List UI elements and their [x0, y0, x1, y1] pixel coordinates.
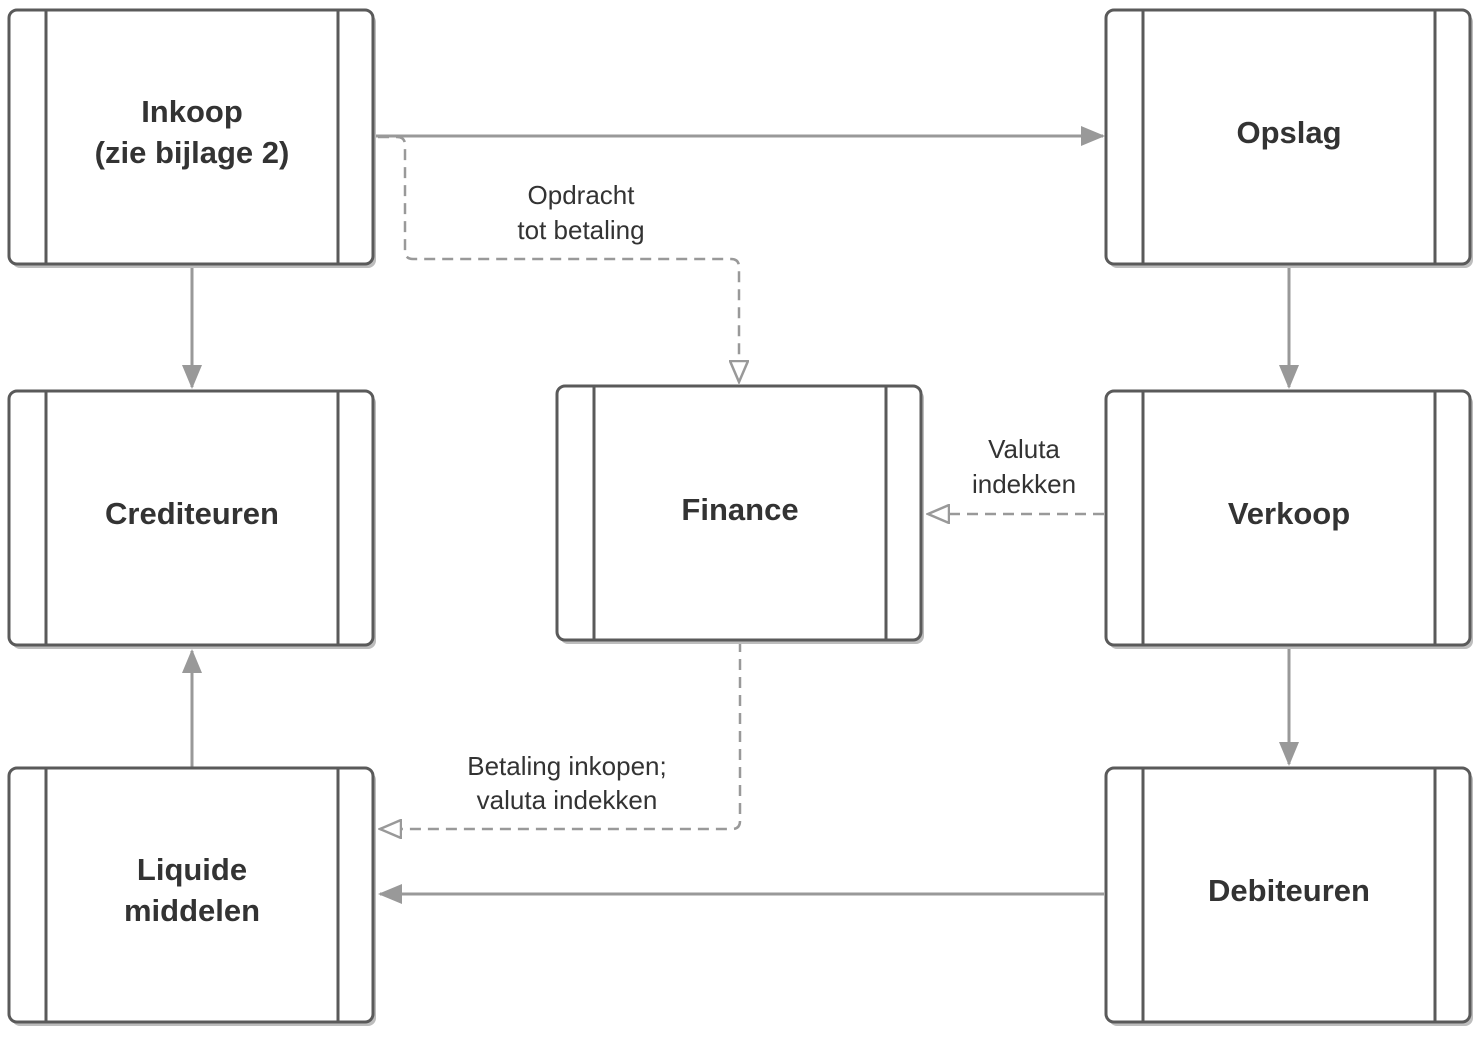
- node-liquide-label-line1: Liquide: [137, 852, 247, 887]
- node-liquide-middelen: Liquide middelen: [7, 766, 376, 1026]
- node-finance: Finance: [555, 384, 924, 644]
- edge-label-opdracht-line2: tot betaling: [517, 215, 644, 245]
- edge-label-valuta-line2: indekken: [972, 469, 1076, 499]
- node-opslag-label: Opslag: [1236, 115, 1341, 150]
- node-opslag: Opslag: [1104, 8, 1473, 268]
- node-verkoop-label: Verkoop: [1228, 496, 1350, 531]
- edge-finance-liquide: [380, 641, 742, 829]
- edge-inkoop-finance: [378, 135, 739, 382]
- node-inkoop-label-line2: (zie bijlage 2): [95, 135, 290, 170]
- node-finance-label: Finance: [681, 492, 798, 527]
- node-debiteuren-label: Debiteuren: [1208, 873, 1370, 908]
- node-inkoop-label-line1: Inkoop: [141, 94, 243, 129]
- node-debiteuren: Debiteuren: [1104, 766, 1473, 1026]
- edge-label-betaling-line2: valuta indekken: [477, 785, 658, 815]
- node-inkoop: Inkoop (zie bijlage 2): [7, 8, 376, 268]
- edge-label-betaling-line1: Betaling inkopen;: [467, 751, 666, 781]
- node-crediteuren: Crediteuren: [7, 389, 376, 649]
- node-crediteuren-label: Crediteuren: [105, 496, 279, 531]
- node-liquide-label-line2: middelen: [124, 893, 260, 928]
- edge-label-valuta-line1: Valuta: [988, 434, 1060, 464]
- node-verkoop: Verkoop: [1104, 389, 1473, 649]
- edge-label-opdracht-line1: Opdracht: [528, 180, 636, 210]
